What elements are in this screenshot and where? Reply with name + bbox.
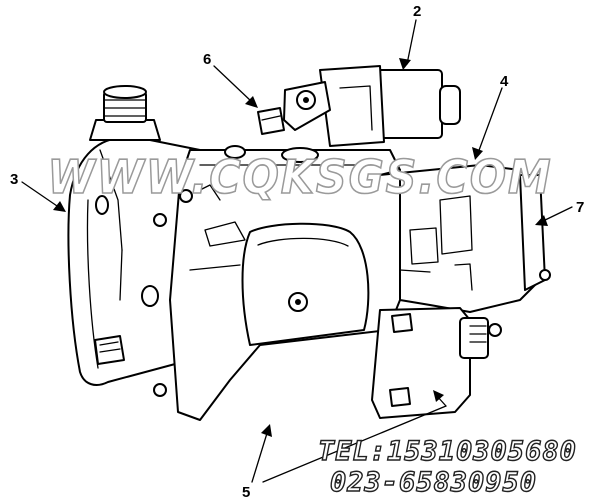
shutoff-valve (319, 65, 461, 147)
end-housing (67, 137, 201, 386)
contact-phone: 023-65830950 (329, 466, 538, 498)
arrowhead-icon (472, 147, 483, 160)
watermark-text: WWW.CQKSGS.COM (48, 150, 553, 204)
contact-tel: TEL:15310305680 (317, 435, 577, 467)
leader-line-5b (262, 405, 447, 483)
lower-valve (371, 307, 502, 419)
arrowhead-icon (433, 390, 444, 402)
leader-line-2 (406, 19, 417, 65)
leader-line-3 (21, 181, 61, 209)
callout-4: 4 (500, 73, 509, 90)
callout-5: 5 (242, 484, 250, 501)
callout-6: 6 (203, 51, 211, 68)
throttle-lever (257, 81, 331, 135)
leader-lines (21, 19, 573, 483)
arrowhead-icon (261, 424, 272, 437)
callout-3: 3 (10, 171, 18, 188)
arrowhead-icon (53, 201, 66, 212)
inlet-fitting (89, 85, 161, 141)
leader-line-5a (251, 429, 269, 483)
leader-line-6 (213, 65, 253, 103)
arrowhead-icon (245, 96, 258, 108)
callout-7: 7 (576, 199, 584, 216)
callout-2: 2 (413, 3, 421, 20)
leader-line-7 (540, 206, 573, 223)
pump-right-section (379, 164, 551, 313)
leader-line-4 (477, 87, 503, 154)
governor-cover (241, 222, 370, 346)
arrowhead-icon (535, 215, 548, 226)
arrowhead-icon (399, 58, 411, 70)
